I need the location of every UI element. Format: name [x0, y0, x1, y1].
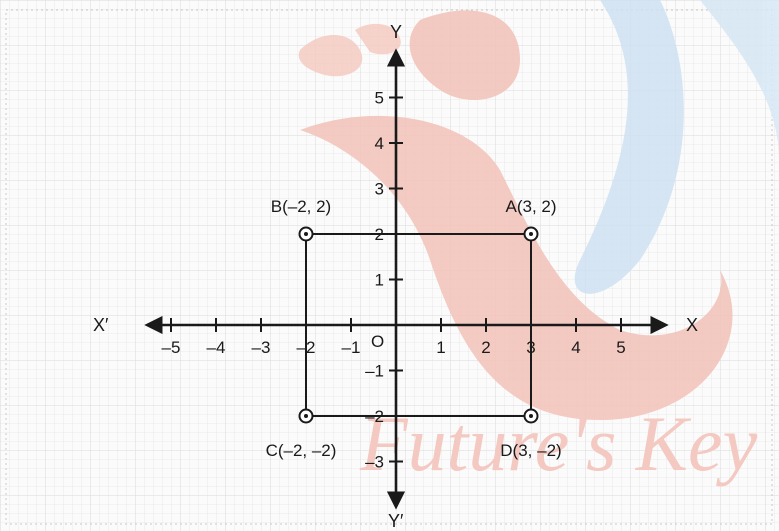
x-tick-label: –5: [162, 338, 181, 357]
x-tick-label: 2: [481, 338, 490, 357]
point-b-dot: [304, 232, 308, 236]
y-axis-negative-label: Y′: [388, 511, 404, 531]
point-c-label: C(–2, –2): [266, 441, 337, 460]
y-tick-label: 5: [375, 89, 384, 108]
plotted-points: A(3, 2) B(–2, 2) C(–2, –2) D(3, –2): [266, 197, 562, 460]
y-tick-label: 1: [375, 271, 384, 290]
y-tick-label: 4: [375, 134, 384, 153]
watermark-blue-shape: [574, 0, 684, 294]
point-a-label: A(3, 2): [505, 197, 556, 216]
watermark-blue-corner: [700, 0, 779, 160]
point-d-dot: [529, 414, 533, 418]
point-c-dot: [304, 414, 308, 418]
x-tick-label: 4: [571, 338, 580, 357]
x-tick-label: 5: [616, 338, 625, 357]
point-b-label: B(–2, 2): [271, 197, 331, 216]
watermark-red-swoosh: [300, 115, 733, 420]
y-axis-positive-label: Y: [390, 22, 402, 42]
y-tick-label: –1: [365, 362, 384, 381]
x-tick-label: –4: [207, 338, 226, 357]
x-tick-label: –1: [342, 338, 361, 357]
watermark-text: Future's Key: [359, 400, 758, 487]
watermark-red-bud: [298, 35, 363, 77]
point-a-dot: [529, 232, 533, 236]
x-tick-label: –3: [252, 338, 271, 357]
x-axis-negative-label: X′: [93, 315, 109, 335]
watermark-logo: [298, 0, 779, 420]
y-tick-label: 3: [375, 180, 384, 199]
origin-label: O: [371, 332, 384, 351]
y-tick-label: –3: [365, 453, 384, 472]
watermark-red-leaf: [355, 23, 401, 55]
x-axis-positive-label: X: [686, 315, 698, 335]
x-tick-label: 1: [436, 338, 445, 357]
point-d-label: D(3, –2): [500, 441, 561, 460]
watermark-red-head: [409, 10, 520, 101]
